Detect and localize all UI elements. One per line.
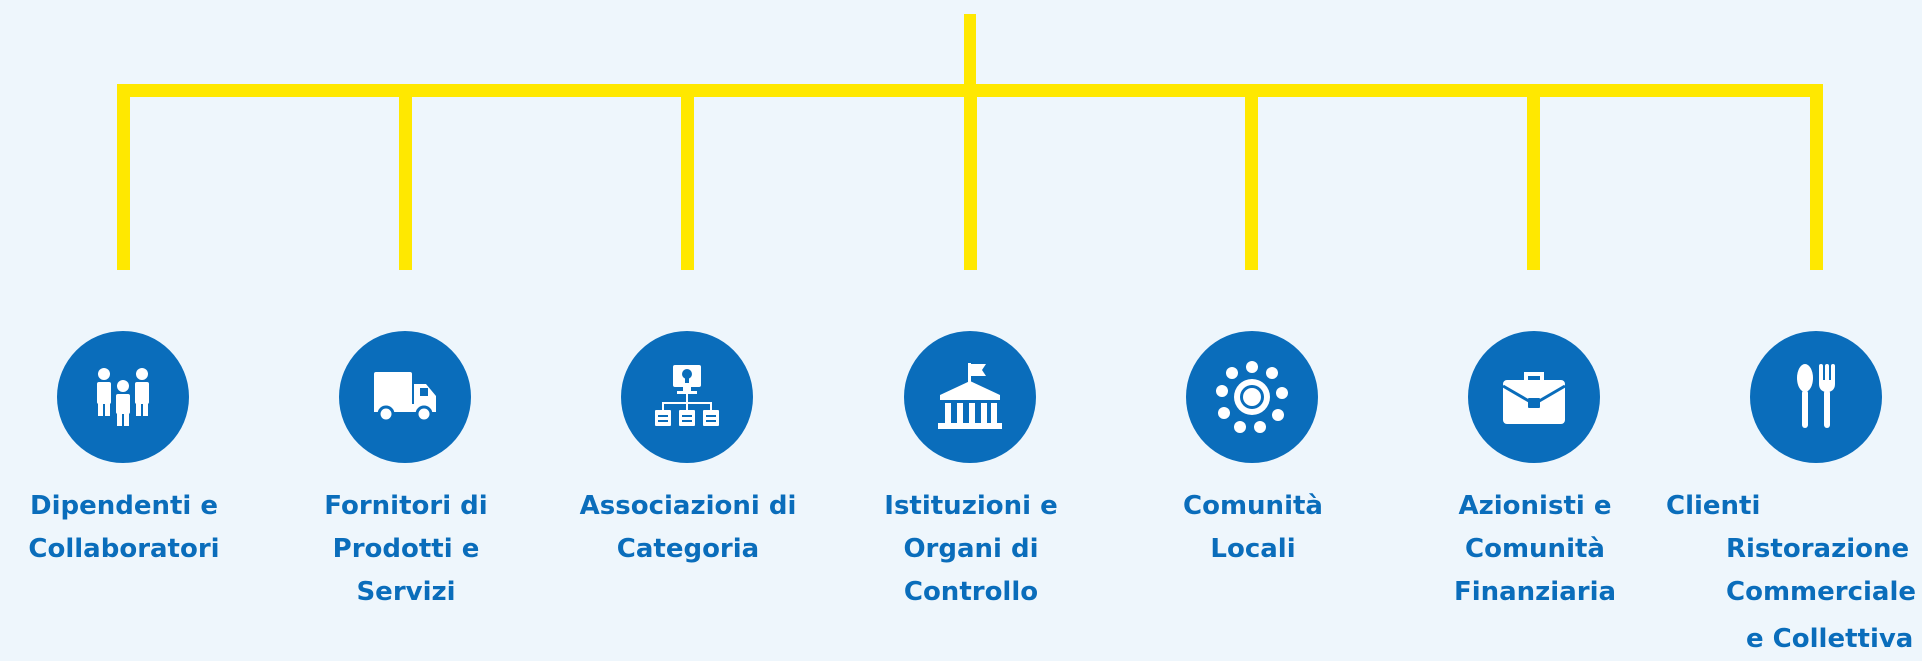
- label-line: Categoria: [616, 534, 760, 564]
- tree-stake: [399, 84, 412, 270]
- government-building-icon: [938, 363, 1002, 429]
- label-istituzioni: Istituzioni e Organi di Controllo: [856, 485, 1086, 614]
- label-line: Clienti: [1666, 491, 1761, 521]
- label-line: Ristorazione: [1726, 534, 1910, 564]
- tree-trunk: [964, 14, 976, 94]
- tree-stake: [117, 84, 130, 270]
- label-line: Collaboratori: [28, 534, 220, 564]
- tree-stake: [1245, 84, 1258, 270]
- tree-stake: [1810, 84, 1823, 270]
- label-line: Comunità: [1183, 491, 1323, 521]
- truck-icon: [374, 372, 436, 423]
- spoon-fork-icon: [1797, 364, 1835, 428]
- tree-stake: [964, 84, 977, 270]
- label-associazioni: Associazioni di Categoria: [573, 485, 803, 571]
- label-line: Finanziaria: [1453, 577, 1617, 607]
- label-line: e Collettiva: [1746, 624, 1914, 654]
- label-line: Dipendenti e: [29, 491, 219, 521]
- node-dipendenti: [57, 331, 189, 463]
- label-dipendenti: Dipendenti e Collaboratori: [9, 485, 239, 571]
- node-clienti: [1750, 331, 1882, 463]
- people-icon: [97, 368, 149, 426]
- briefcase-icon: [1502, 372, 1566, 424]
- tree-stake: [681, 84, 694, 270]
- network-icon: [655, 365, 719, 426]
- label-line: Prodotti e: [332, 534, 480, 564]
- label-line: Locali: [1210, 534, 1296, 564]
- label-line: Commerciale: [1726, 577, 1916, 607]
- node-fornitori: [339, 331, 471, 463]
- tree-stake: [1527, 84, 1540, 270]
- label-azionisti: Azionisti e Comunità Finanziaria: [1420, 485, 1650, 614]
- node-azionisti: [1468, 331, 1600, 463]
- label-line: Istituzioni e: [884, 491, 1058, 521]
- label-line: Comunità: [1465, 534, 1605, 564]
- label-fornitori: Fornitori di Prodotti e Servizi: [291, 485, 521, 614]
- label-line: Servizi: [356, 577, 456, 607]
- node-istituzioni: [904, 331, 1036, 463]
- label-line: Controllo: [903, 577, 1039, 607]
- label-clienti: Clienti Ristorazione Commerciale e Colle…: [1666, 485, 1916, 661]
- label-line: Fornitori di: [324, 491, 488, 521]
- node-comunita: [1186, 331, 1318, 463]
- label-line: Associazioni di: [579, 491, 797, 521]
- label-line: Organi di: [903, 534, 1039, 564]
- label-line: Azionisti e: [1458, 491, 1612, 521]
- community-ring-icon: [1216, 361, 1288, 433]
- label-comunita: Comunità Locali: [1138, 485, 1368, 571]
- node-associazioni: [621, 331, 753, 463]
